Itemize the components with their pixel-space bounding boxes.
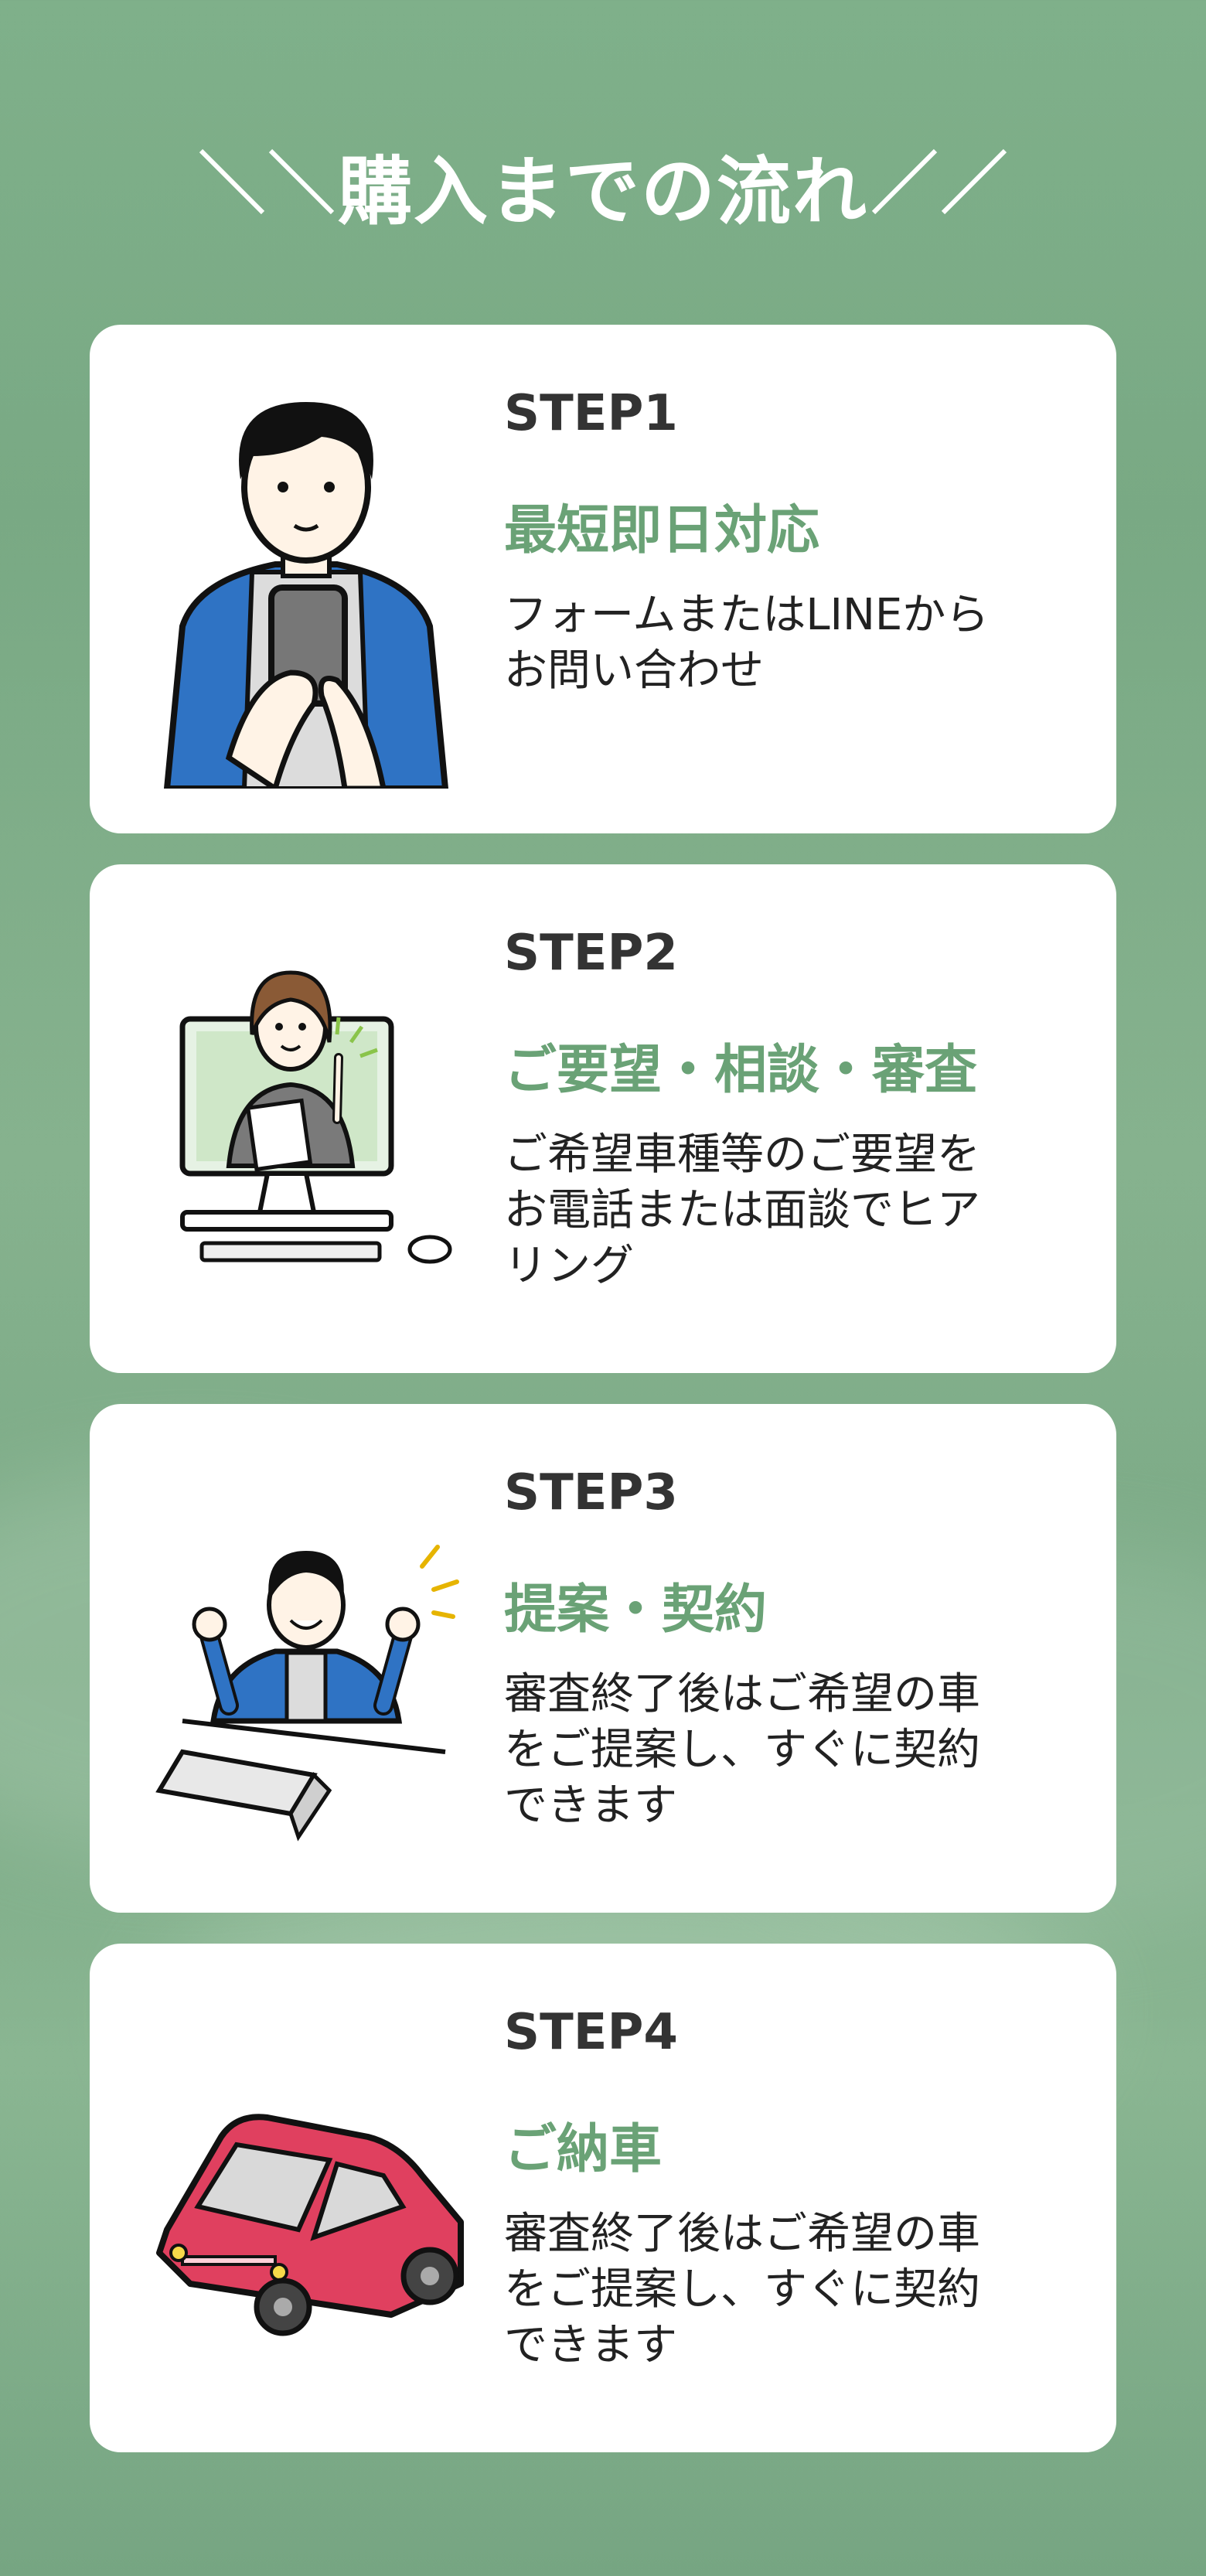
step-label: STEP4 — [504, 2004, 678, 2061]
step-description: 審査終了後はご希望の車 をご提案し、すぐに契約 できます — [504, 1667, 1061, 1834]
step-description-line: をご提案し、すぐに契約 — [504, 2264, 980, 2315]
step-description: ご希望車種等のご要望を お電話または面談でヒア リング — [504, 1127, 1061, 1294]
step-description-line: できます — [504, 2320, 677, 2370]
consultation-monitor-icon — [179, 970, 452, 1264]
step-description-line: 審査終了後はご希望の車 — [504, 2209, 980, 2259]
step-label: STEP2 — [504, 925, 678, 982]
step-description-line: お問い合わせ — [504, 646, 764, 696]
step-card-3: STEP3 提案・契約 審査終了後はご希望の車 をご提案し、すぐに契約 できます — [90, 1404, 1116, 1913]
title-right-slashes-icon — [871, 148, 1007, 215]
step-label: STEP1 — [504, 385, 678, 442]
step-description-line: をご提案し、すぐに契約 — [504, 1725, 980, 1775]
step-description: フォームまたはLINEから お問い合わせ — [504, 588, 1061, 699]
page-title: 購入までの流れ — [338, 148, 868, 235]
step-description-line: リング — [504, 1241, 634, 1291]
step-description-line: 審査終了後はご希望の車 — [504, 1669, 980, 1719]
step-description: 審査終了後はご希望の車 をご提案し、すぐに契約 できます — [504, 2206, 1061, 2373]
title-left-slashes-icon — [199, 148, 335, 215]
step-description-line: お電話または面談でヒア — [504, 1185, 980, 1235]
step-description-line: できます — [504, 1780, 677, 1831]
step-description-line: ご希望車種等のご要望を — [504, 1130, 980, 1180]
step-heading: ご要望・相談・審査 — [504, 1040, 978, 1101]
step-heading: 提案・契約 — [504, 1579, 768, 1641]
step-label: STEP3 — [504, 1464, 678, 1521]
step-heading: 最短即日対応 — [504, 500, 820, 561]
person-smartphone-icon — [163, 402, 449, 789]
step-description-line: フォームまたはLINEから — [504, 590, 990, 640]
step-card-2: STEP2 ご要望・相談・審査 ご希望車種等のご要望を お電話または面談でヒア … — [90, 864, 1116, 1373]
step-card-1: STEP1 最短即日対応 フォームまたはLINEから お問い合わせ — [90, 325, 1116, 833]
step-card-4: STEP4 ご納車 審査終了後はご希望の車 をご提案し、すぐに契約 できます — [90, 1944, 1116, 2452]
celebrating-person-laptop-icon — [155, 1545, 459, 1842]
step-heading: ご納車 — [504, 2119, 663, 2180]
red-car-icon — [156, 2114, 464, 2336]
